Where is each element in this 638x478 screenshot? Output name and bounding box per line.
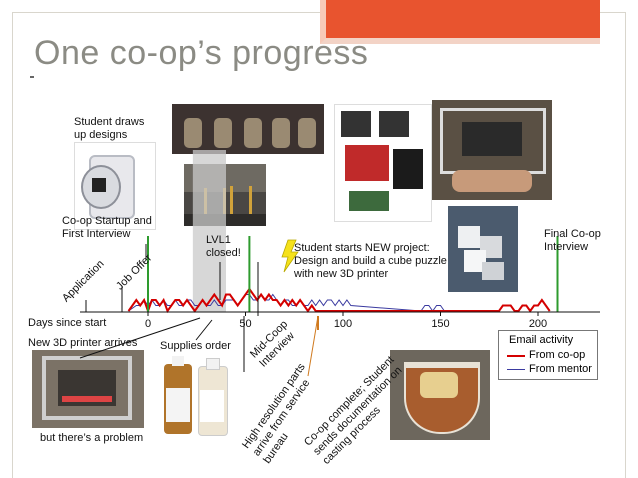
legend-swatch-mentor [507, 369, 525, 370]
resin-bottles-image [160, 352, 230, 438]
legend-label-mentor: From mentor [529, 363, 592, 375]
chart-legend: Email activity From co-op From mentor [498, 330, 598, 380]
label-final: Final Co-op Interview [544, 228, 601, 253]
legend-swatch-coop [507, 355, 525, 357]
label-supplies: Supplies order [160, 340, 231, 352]
casting-cup-image [390, 350, 490, 440]
cast-parts-image [172, 104, 324, 154]
slide-title: One co-op’s progress [34, 34, 369, 72]
label-printer: New 3D printer arrives [28, 337, 138, 349]
x-tick-label-200: 200 [529, 318, 547, 330]
title-tick [30, 76, 34, 78]
label-designs: Student draws up designs [74, 116, 145, 141]
supplies-pointer [195, 319, 213, 341]
legend-label-coop: From co-op [529, 349, 586, 361]
lightning-icon [281, 239, 299, 273]
3d-printer-image [32, 350, 144, 428]
x-tick-label-100: 100 [334, 318, 352, 330]
axis-title: Days since start [28, 317, 107, 329]
label-new-project: Student starts NEW project: Design and b… [294, 242, 447, 280]
lvl1-closed-band [192, 150, 226, 312]
series-line-coop [127, 287, 551, 314]
electronics-board-image [334, 104, 432, 222]
design-drawing-image [74, 142, 156, 230]
printer-pointer [79, 317, 201, 359]
printer-assembly-image [432, 100, 552, 200]
complete-pointer [307, 315, 319, 377]
accent-banner [320, 0, 600, 44]
label-startup: Co-op Startup and First Interview [62, 215, 152, 240]
x-tick-label-0: 0 [145, 318, 151, 330]
cube-puzzle-image [448, 206, 518, 292]
label-problem: but there’s a problem [40, 432, 144, 444]
x-tick-label-150: 150 [431, 318, 449, 330]
legend-title: Email activity [509, 334, 574, 346]
x-tick-label-50: 50 [239, 318, 251, 330]
label-lvl1: LVL1 closed! [206, 234, 241, 259]
slide-frame [12, 12, 626, 478]
